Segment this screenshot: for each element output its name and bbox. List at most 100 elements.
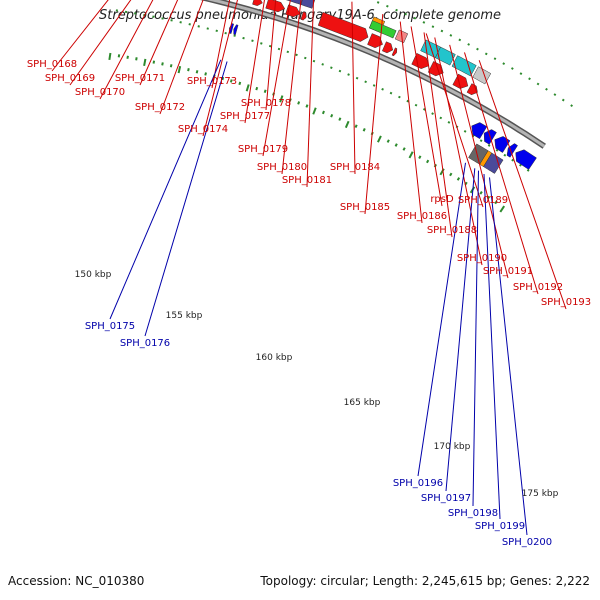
tick-mark: [330, 113, 334, 118]
gene-label: SPH_0200: [502, 537, 552, 548]
tick-mark: [499, 205, 506, 213]
leader-line: [417, 162, 466, 477]
gene-label: SPH_0170: [75, 87, 125, 98]
gene-label: SPH_0173: [187, 76, 237, 87]
gene-label: rpsD: [430, 194, 454, 205]
tick-mark: [161, 62, 164, 66]
tick-mark: [536, 82, 540, 86]
tick-mark: [553, 93, 557, 97]
tick-mark: [312, 59, 316, 63]
tick-mark: [479, 139, 483, 143]
leader-line: [99, 0, 154, 100]
tick-mark: [376, 1, 380, 4]
leader-line: [483, 173, 501, 520]
gene-feature: [300, 11, 307, 21]
gene-label: SPH_0197: [421, 493, 471, 504]
tick-mark: [511, 158, 515, 162]
tick-mark: [245, 84, 250, 92]
tick-mark: [404, 12, 408, 16]
tick-mark: [187, 67, 190, 72]
tick-mark: [195, 70, 199, 74]
gene-label: SPH_0177: [220, 111, 270, 122]
tick-mark: [286, 50, 290, 54]
ticks-layer: [108, 1, 573, 213]
tick-mark: [395, 8, 398, 12]
gene-label: SPH_0184: [330, 162, 380, 173]
leader-line: [425, 33, 484, 208]
tick-mark: [152, 60, 156, 64]
leader-line: [265, 0, 277, 111]
tick-mark: [431, 112, 434, 115]
gene-label: SPH_0189: [458, 195, 508, 206]
tick-mark: [347, 73, 350, 76]
tick-mark: [494, 200, 498, 205]
leader-line: [399, 21, 423, 224]
tick-mark: [304, 56, 307, 60]
gene-label: SPH_0181: [282, 175, 332, 186]
tick-mark: [519, 72, 523, 75]
tick-mark: [221, 76, 225, 81]
backbone-line: [206, 0, 546, 148]
tick-mark: [169, 64, 173, 68]
tick-mark: [229, 79, 233, 83]
tick-mark: [279, 95, 284, 103]
scale-label: 175 kbp: [522, 489, 559, 499]
gene-label: SPH_0188: [427, 225, 477, 236]
tick-mark: [426, 159, 430, 164]
tick-mark: [330, 66, 333, 70]
tick-mark: [413, 16, 417, 20]
tick-mark: [519, 163, 522, 167]
tick-mark: [108, 52, 112, 61]
tick-mark: [422, 108, 426, 111]
accession-text: Accession: NC_010380: [8, 574, 145, 588]
tick-mark: [394, 143, 398, 147]
leader-line: [244, 0, 265, 124]
leader-line: [262, 0, 291, 157]
tick-mark: [570, 104, 573, 107]
tick-mark: [372, 84, 376, 87]
tick-mark: [431, 25, 435, 28]
tick-mark: [502, 62, 506, 65]
tick-mark: [263, 89, 267, 94]
leader-line: [351, 1, 356, 175]
topology-text: Topology: circular; Length: 2,245,615 bp…: [260, 574, 590, 588]
scale-label: 170 kbp: [434, 442, 471, 452]
tick-mark: [398, 95, 401, 99]
tick-mark: [321, 63, 324, 66]
gene-label: SPH_0199: [475, 521, 525, 532]
tick-mark: [386, 4, 389, 8]
tick-mark: [126, 55, 129, 59]
tick-mark: [528, 77, 531, 81]
gene-label: SPH_0176: [120, 338, 170, 349]
gene-feature: [471, 122, 488, 140]
gene-feature: [472, 66, 492, 85]
tick-mark: [277, 47, 281, 51]
gene-feature: [391, 47, 398, 57]
tick-mark: [386, 139, 390, 143]
tick-mark: [135, 57, 138, 61]
gene-label: SPH_0196: [393, 478, 443, 489]
gene-feature: [427, 61, 444, 77]
leader-line: [306, 0, 315, 188]
map-title: Streptococcus pneumoniae Hungary19A-6, c…: [99, 8, 501, 23]
tick-mark: [312, 107, 317, 115]
gene-label: SPH_0186: [397, 211, 447, 222]
tick-mark: [260, 42, 263, 45]
tick-mark: [242, 36, 245, 40]
tick-mark: [487, 144, 491, 147]
gene-feature: [233, 24, 239, 36]
gene-label: SPH_0191: [483, 266, 533, 277]
tick-mark: [321, 110, 325, 115]
tick-mark: [449, 172, 453, 177]
leader-line: [434, 37, 483, 266]
tick-mark: [255, 86, 259, 91]
leader-line: [159, 0, 204, 115]
gene-feature: [451, 55, 477, 77]
tick-mark: [484, 52, 488, 56]
scale-label: 155 kbp: [166, 311, 203, 321]
leader-line: [472, 170, 479, 507]
leader-line: [410, 26, 443, 207]
leader-line: [51, 0, 109, 72]
tick-mark: [143, 58, 147, 67]
